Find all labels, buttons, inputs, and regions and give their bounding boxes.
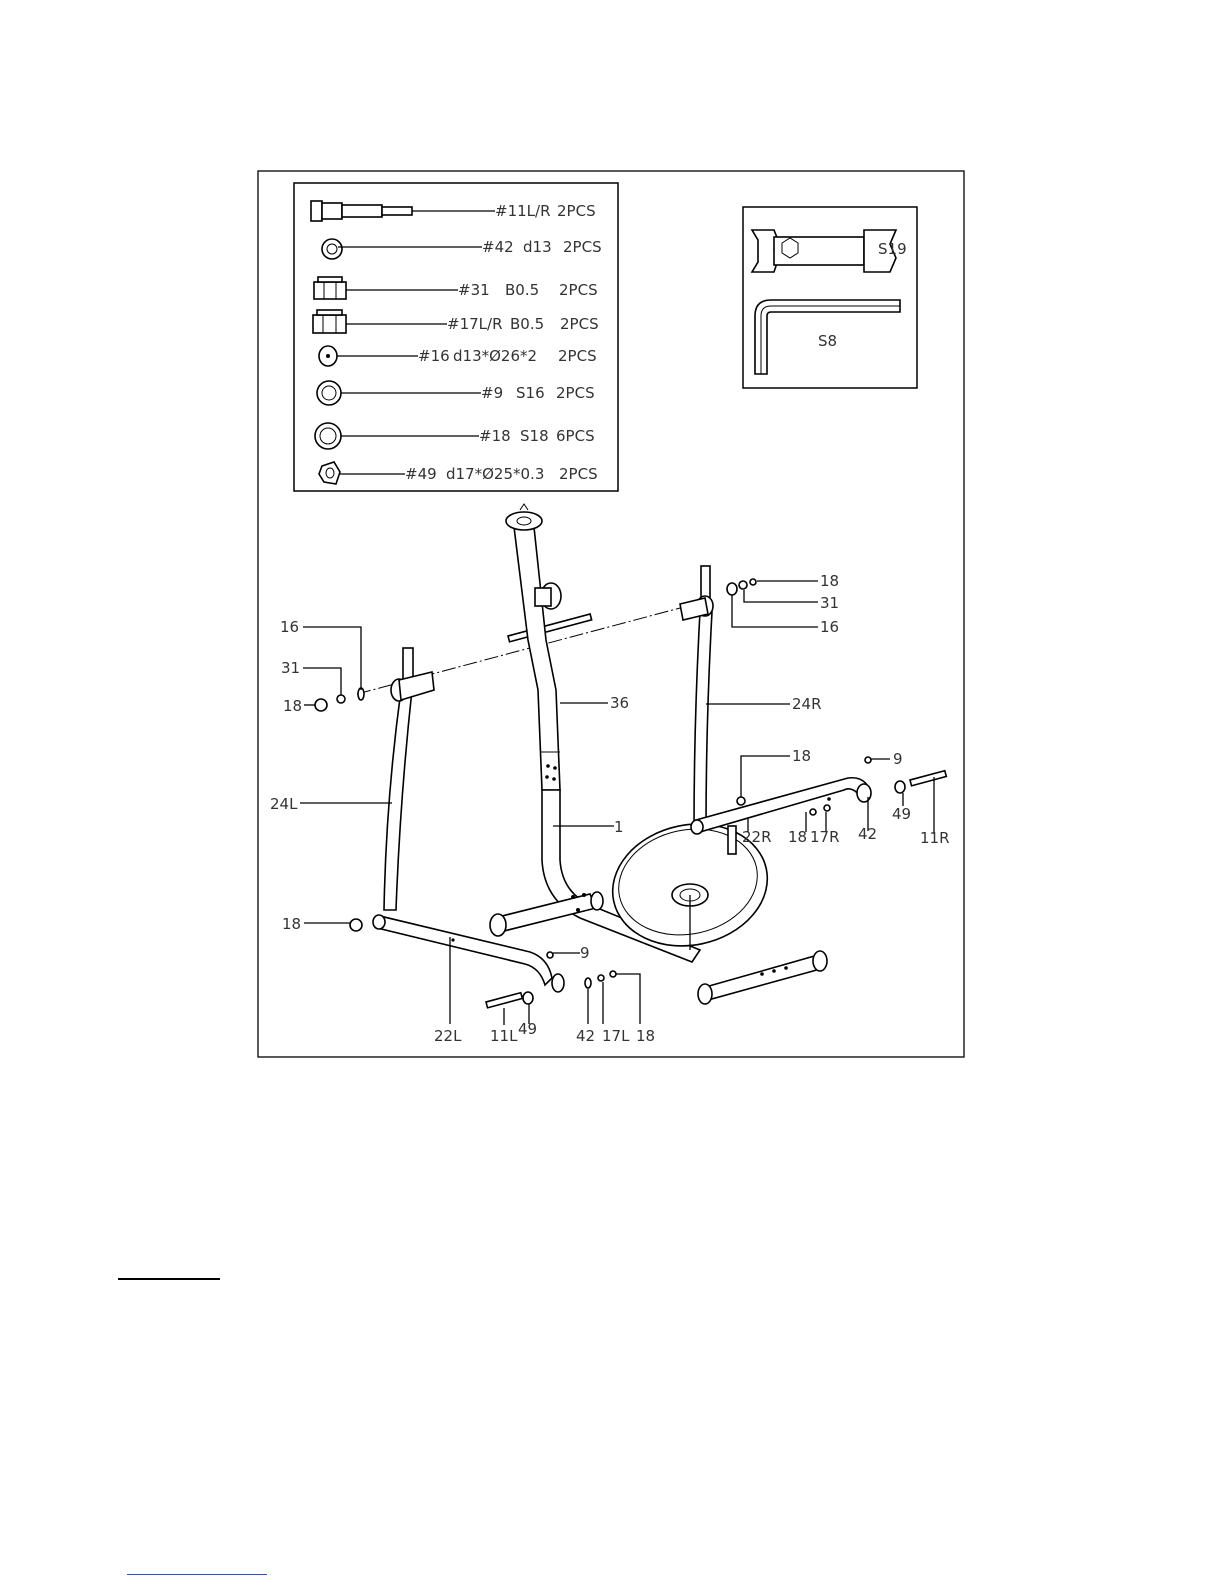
left-axle-bolt [486, 993, 522, 1008]
end-cap-icon [317, 381, 341, 405]
hw-row-8-spec: d17*Ø25*0.3 [446, 465, 544, 483]
callout-18-right-top: 18 [820, 572, 839, 590]
hw-row-5-part: #16 [418, 347, 450, 365]
tools-box: S19 S8 [743, 207, 917, 388]
right-cap-18-low [810, 809, 816, 815]
left-pedal-arm [373, 915, 564, 992]
main-post [506, 504, 561, 790]
callout-9-left: 9 [580, 944, 590, 962]
left-end-cap-9 [547, 952, 553, 958]
end-cap-icon [315, 423, 341, 449]
hw-row-3-qty: 2PCS [559, 281, 598, 299]
footer-link-underline [127, 1574, 267, 1575]
callout-31-left: 31 [281, 659, 300, 677]
left-cap-18 [610, 971, 616, 977]
hw-row-4-spec: B0.5 [510, 315, 544, 333]
hw-row-6-part: #9 [481, 384, 503, 402]
nut-icon [313, 310, 346, 333]
right-mid-cap [737, 797, 745, 805]
callout-22R: 22R [742, 828, 772, 846]
callout-18-right-low: 18 [788, 828, 807, 846]
callout-17R: 17R [810, 828, 840, 846]
flat-washer-icon [319, 346, 337, 366]
right-spring-washer [895, 781, 905, 793]
callout-11L: 11L [490, 1027, 518, 1045]
callout-16-right: 16 [820, 618, 839, 636]
left-nut-17L [598, 975, 604, 981]
right-axle-bolt [910, 771, 946, 786]
callout-17L: 17L [602, 1027, 630, 1045]
right-upright [680, 566, 713, 830]
right-pedal-arm [691, 778, 871, 834]
hw-row-8-qty: 2PCS [559, 465, 598, 483]
left-bottom-cap [350, 919, 362, 931]
right-top-washer [727, 583, 737, 595]
callout-18-right-mid: 18 [792, 747, 811, 765]
callout-49-left: 49 [518, 1020, 537, 1038]
callout-18-left-top: 18 [283, 697, 302, 715]
right-nut-17R [824, 805, 830, 811]
hw-row-1-part: #11L/R [495, 202, 551, 220]
hw-row-6-spec: S16 [516, 384, 545, 402]
callout-18-left-foot: 18 [636, 1027, 655, 1045]
left-top-cap [315, 699, 327, 711]
hw-row-8-part: #49 [405, 465, 437, 483]
wave-washer-icon [322, 239, 342, 259]
hw-row-2-qty: 2PCS [563, 238, 602, 256]
left-spring-washer [523, 992, 533, 1004]
tool-wrench-label: S19 [878, 240, 907, 258]
wrench-icon [752, 230, 896, 272]
hw-row-5-qty: 2PCS [558, 347, 597, 365]
hw-row-7-spec: S18 [520, 427, 549, 445]
hw-row-2-spec: d13 [523, 238, 552, 256]
hw-row-5-spec: d13*Ø26*2 [453, 347, 537, 365]
right-end-cap-9 [865, 757, 871, 763]
callout-11R: 11R [920, 829, 950, 847]
callout-24R: 24R [792, 695, 822, 713]
callout-9-right: 9 [893, 750, 903, 768]
hw-row-2-part: #42 [482, 238, 514, 256]
right-top-cap [750, 579, 756, 585]
right-top-nut [739, 581, 747, 589]
nut-icon [314, 277, 346, 299]
hw-row-6-qty: 2PCS [556, 384, 595, 402]
left-top-nut [337, 695, 345, 703]
callout-42-right: 42 [858, 825, 877, 843]
callout-24L: 24L [270, 795, 298, 813]
exploded-assembly: 16 31 18 24L 18 22L 11L 49 42 17L 18 9 3… [270, 504, 950, 1045]
callout-16-left: 16 [280, 618, 299, 636]
callout-49-right: 49 [892, 805, 911, 823]
callout-1: 1 [614, 818, 624, 836]
hw-row-1-qty: 2PCS [557, 202, 596, 220]
callout-22L: 22L [434, 1027, 462, 1045]
callout-36: 36 [610, 694, 629, 712]
hw-row-4-part: #17L/R [447, 315, 503, 333]
hw-row-3-spec: B0.5 [505, 281, 539, 299]
hw-row-7-qty: 6PCS [556, 427, 595, 445]
hw-row-7-part: #18 [479, 427, 511, 445]
tool-key-label: S8 [818, 332, 837, 350]
hw-row-3-part: #31 [458, 281, 490, 299]
callout-31-right: 31 [820, 594, 839, 612]
section-rule [118, 1278, 220, 1280]
hardware-pack: #11L/R 2PCS #42 d13 2PCS #31 B0.5 2PCS [294, 183, 618, 491]
left-upright [384, 648, 434, 910]
callout-18-left-bottom: 18 [282, 915, 301, 933]
axle-bolt-icon [311, 201, 412, 221]
hw-row-4-qty: 2PCS [560, 315, 599, 333]
spring-washer-icon [319, 462, 340, 484]
callout-42-left: 42 [576, 1027, 595, 1045]
left-wave-washer [585, 978, 591, 988]
